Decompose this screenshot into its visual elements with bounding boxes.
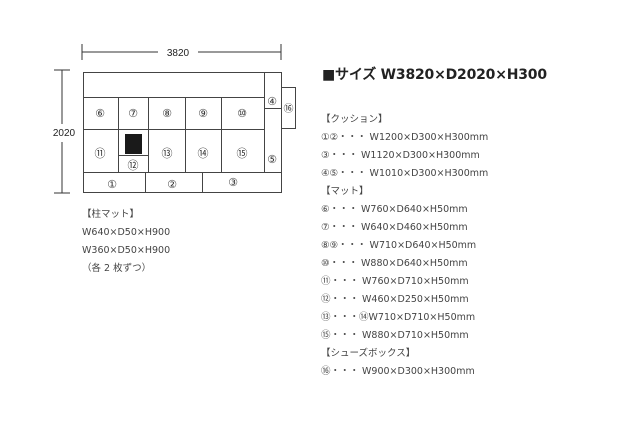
spec-line: ⑩・・・ W880×D640×H50mm: [321, 258, 468, 269]
cell-7-label: ⑦: [128, 107, 138, 120]
cell-14-label: ⑭: [198, 147, 209, 160]
floor-outline: [83, 72, 282, 193]
spec-line: ⑫・・・ W460×D250×H50mm: [321, 294, 469, 305]
pillar-mat-block: 【柱マット】 W640×D50×H900 W360×D50×H900 （各 2 …: [82, 206, 170, 278]
pillar: [125, 134, 142, 154]
spec-line: ①②・・・ W1200×D300×H300mm: [321, 132, 489, 143]
cell-11-label: ⑪: [95, 147, 106, 160]
pillar-mat-line: W360×D50×H900: [82, 245, 171, 256]
pillar-mat-title: 【柱マット】: [82, 209, 140, 220]
cell-2-label: ②: [167, 178, 177, 191]
pillar-mat-line: （各 2 枚ずつ）: [82, 263, 152, 274]
cell-3-label: ③: [228, 176, 238, 189]
cell-13-label: ⑬: [162, 147, 173, 160]
spec-line: ④⑤・・・ W1010×D300×H300mm: [321, 168, 489, 179]
pillar-mat-line: W640×D50×H900: [82, 227, 171, 238]
spec-section-mat: 【マット】: [321, 186, 369, 197]
depth-label: 2020: [53, 128, 76, 139]
size-heading: ■サイズ W3820×D2020×H300: [322, 67, 547, 83]
spec-line: ⑧⑨・・・ W710×D640×H50mm: [321, 240, 477, 251]
cell-12-label: ⑫: [128, 159, 139, 172]
cell-15-label: ⑮: [237, 147, 248, 160]
cell-16-label: ⑯: [284, 103, 294, 115]
spec-line: ③・・・ W1120×D300×H300mm: [321, 150, 480, 161]
spec-section-cushion: 【クッション】: [321, 114, 388, 125]
spec-line: ⑦・・・ W640×D460×H50mm: [321, 222, 468, 233]
spec-line: ⑥・・・ W760×D640×H50mm: [321, 204, 468, 215]
spec-line: ⑯・・・ W900×D300×H300mm: [321, 366, 475, 377]
cell-1-label: ①: [107, 178, 117, 191]
spec-list: 【クッション】 ①②・・・ W1200×D300×H300mm ③・・・ W11…: [321, 111, 488, 381]
spec-line: ⑪・・・ W760×D710×H50mm: [321, 276, 469, 287]
cell-10-label: ⑩: [237, 107, 247, 120]
width-dimension: [81, 44, 282, 60]
depth-dimension: [54, 69, 70, 194]
cell-8-label: ⑧: [162, 107, 172, 120]
mat-12: [118, 155, 149, 173]
spec-section-shoebox: 【シューズボックス】: [321, 348, 416, 359]
cell-6-label: ⑥: [95, 107, 105, 120]
cell-9-label: ⑨: [198, 107, 208, 120]
spec-line: ⑬・・・⑭W710×D710×H50mm: [321, 312, 476, 323]
cell-5-label: ⑤: [267, 153, 277, 166]
width-label: 3820: [167, 48, 190, 59]
cell-4-label: ④: [267, 95, 277, 108]
spec-line: ⑮・・・ W880×D710×H50mm: [321, 330, 469, 341]
